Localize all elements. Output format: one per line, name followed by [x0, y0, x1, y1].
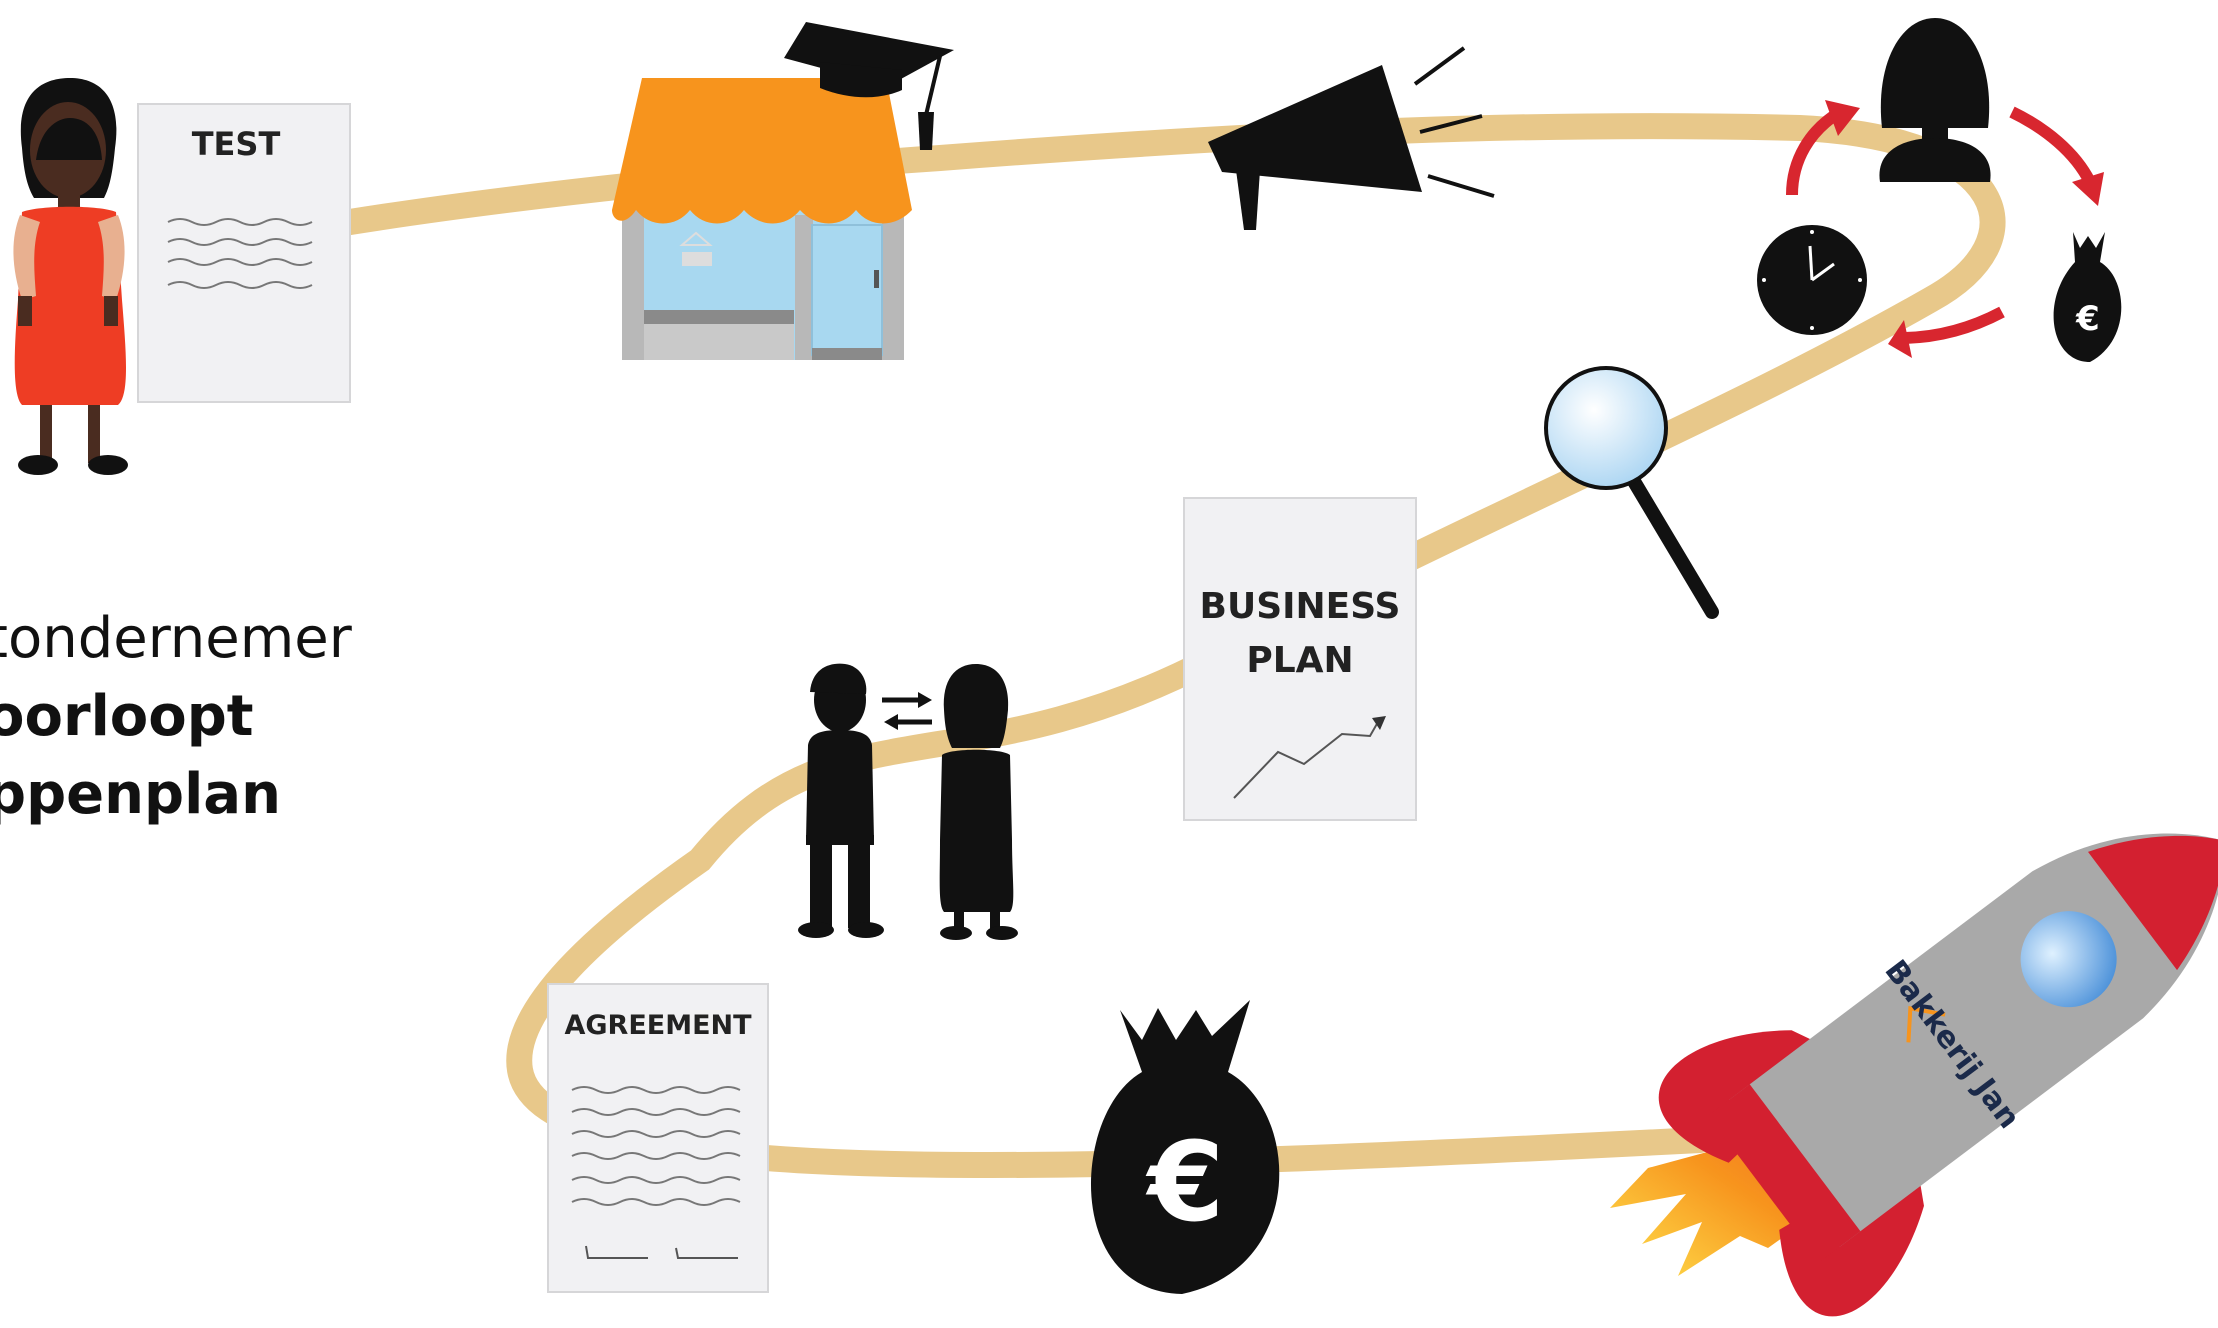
business-plan-title-line1: BUSINESS: [1200, 586, 1401, 627]
agreement-document-title: AGREEMENT: [564, 1010, 752, 1041]
signature-line-icon: [585, 1245, 648, 1259]
man-figure: [798, 663, 884, 938]
cycle-arrowhead-icon: [1888, 320, 1912, 358]
shop-icon: [612, 22, 954, 360]
caption-line-2: oorloopt: [0, 684, 254, 749]
small-money-bag-symbol: €: [2075, 299, 2100, 339]
caption-line-3: ppenplan: [0, 762, 281, 827]
business-plan-document: BUSINESS PLAN: [1183, 497, 1417, 821]
cycle-arrow-icon: [2009, 106, 2096, 185]
rocket-icon: Bakkerij Jan: [1610, 833, 2218, 1317]
exchange-arrows-icon: [882, 692, 932, 730]
growth-chart-icon: [1233, 716, 1386, 799]
cycle-arrow-icon: [1899, 306, 2005, 344]
money-bag-icon: €: [1090, 1000, 1280, 1294]
clock-icon: [1757, 225, 1867, 335]
business-plan-title-line2: PLAN: [1246, 640, 1353, 681]
test-document-title: TEST: [192, 125, 281, 163]
graduation-cap-icon: [784, 22, 954, 150]
caption-text: tondernemer oorloopt ppenplan: [0, 600, 352, 834]
woman-figure: [939, 664, 1018, 940]
test-document: TEST: [137, 103, 351, 403]
money-bag-symbol: €: [1145, 1118, 1225, 1246]
magnifying-glass-icon: [1544, 366, 1719, 619]
cycle-arrowhead-icon: [1825, 100, 1860, 136]
woman-entrepreneur-figure: [13, 78, 128, 475]
journey-path: [337, 113, 2006, 1179]
signature-line-icon: [675, 1247, 738, 1259]
two-people-exchange-icon: [798, 663, 1018, 940]
small-money-bag-icon: €: [2053, 232, 2122, 362]
agreement-document: AGREEMENT: [547, 983, 769, 1293]
cycle-arrowhead-icon: [2072, 172, 2104, 206]
cycle-arrow-icon: [1786, 106, 1844, 196]
caption-line-1: tondernemer: [0, 606, 352, 671]
person-cycle-group: €: [1757, 18, 2122, 362]
person-bust-icon: [1879, 18, 1991, 182]
megaphone-icon: [1208, 46, 1495, 230]
